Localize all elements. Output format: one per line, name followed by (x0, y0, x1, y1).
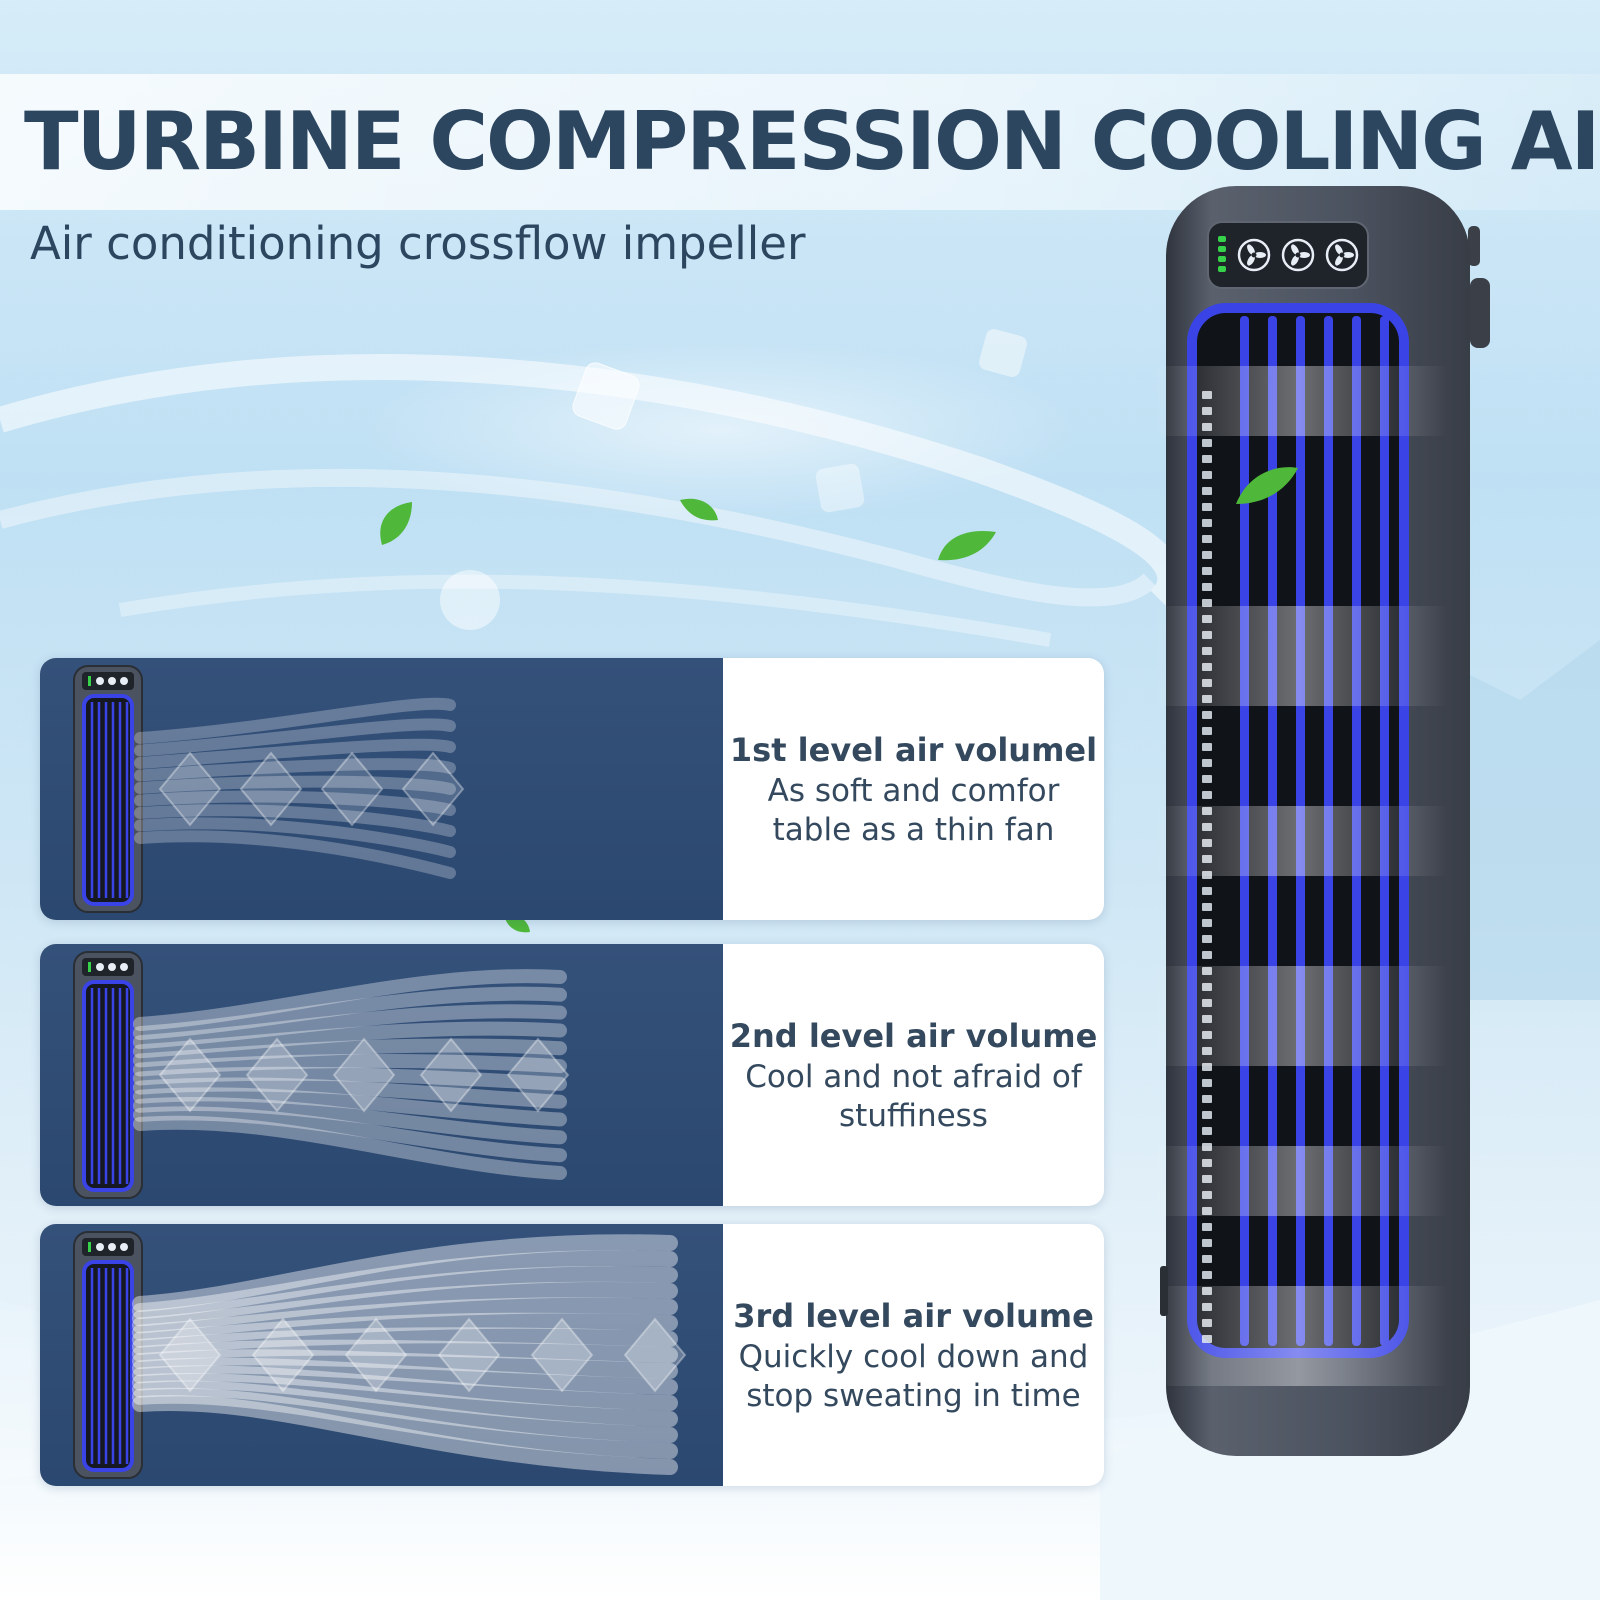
mini-tower-fan (73, 1231, 143, 1479)
level-description: As soft and comfor table as a thin fan (767, 773, 1060, 848)
control-panel (1207, 221, 1369, 289)
leaf-icon (938, 530, 996, 561)
fan-icon (120, 1243, 128, 1251)
level-description: Cool and not afraid of stuffiness (745, 1059, 1082, 1134)
level-card-3: 3rd level air volume Quickly cool down a… (40, 1224, 1104, 1486)
ice-crystal-icon (401, 751, 465, 827)
mini-tower-fan (73, 951, 143, 1199)
power-button (1160, 1266, 1168, 1316)
level-title: 1st level air volumel (729, 731, 1098, 769)
ice-crystal-icon (530, 1317, 594, 1393)
level-description: Quickly cool down and stop sweating in t… (738, 1339, 1089, 1414)
side-knob (1470, 278, 1490, 348)
airflow-visual-3 (40, 1224, 723, 1486)
tower-fan-product (1158, 186, 1490, 1456)
fan-icon (108, 963, 116, 971)
airflow-visual-2 (40, 944, 723, 1206)
fan-icon (96, 677, 104, 685)
fan-icon[interactable] (1237, 238, 1271, 272)
indicator-light (1218, 246, 1226, 252)
level-card-2: 2nd level air volume Cool and not afraid… (40, 944, 1104, 1206)
ice-crystal-icon (158, 1317, 222, 1393)
ice-crystal-icon (344, 1317, 408, 1393)
cool-mist (1158, 366, 1448, 1386)
airflow-graphic (73, 951, 570, 1199)
wind-swirl (118, 574, 1052, 647)
airflow-visual-1 (40, 658, 723, 920)
fan-icon (108, 677, 116, 685)
level-card-1: 1st level air volumel As soft and comfor… (40, 658, 1104, 920)
ice-crystal-icon (158, 1037, 222, 1113)
fan-icon (120, 677, 128, 685)
leaf-icon (680, 498, 718, 521)
fan-icon (108, 1243, 116, 1251)
ice-cube-icon (979, 329, 1027, 377)
ice-crystal-icon (158, 751, 222, 827)
fan-icon (120, 963, 128, 971)
level-text-1: 1st level air volumel As soft and comfor… (723, 658, 1104, 920)
fan-icon[interactable] (1325, 238, 1359, 272)
mini-tower-fan (73, 665, 143, 913)
indicator-lights (1218, 236, 1226, 272)
page-title: TURBINE COMPRESSION COOLING AIR (24, 95, 1600, 188)
ice-cube-icon (815, 463, 865, 513)
indicator-light (1218, 266, 1226, 272)
ice-crystal-icon (239, 751, 303, 827)
ice-crystal-icon (623, 1317, 687, 1393)
fan-icon (96, 963, 104, 971)
indicator-light (1218, 256, 1226, 262)
ice-cube-icon (572, 362, 640, 430)
level-text-3: 3rd level air volume Quickly cool down a… (723, 1224, 1104, 1486)
leaf-icon (380, 502, 412, 545)
ice-crystal-icon (437, 1317, 501, 1393)
level-text-2: 2nd level air volume Cool and not afraid… (723, 944, 1104, 1206)
ice-crystal-icon (245, 1037, 309, 1113)
fan-icon (96, 1243, 104, 1251)
airflow-stream (133, 969, 570, 1180)
ice-crystal-icon (251, 1317, 315, 1393)
ice-crystal-icon (332, 1037, 396, 1113)
airflow-graphic (73, 1231, 687, 1479)
ice-crystal-icon (506, 1037, 570, 1113)
ice-crystal-icon (320, 751, 384, 827)
page-subtitle: Air conditioning crossflow impeller (30, 217, 806, 270)
fan-icon[interactable] (1281, 238, 1315, 272)
airflow-graphic (73, 665, 465, 913)
ice-cube-icon (440, 570, 500, 630)
ice-crystal-icon (419, 1037, 483, 1113)
airflow-stream (132, 1234, 687, 1475)
level-title: 3rd level air volume (733, 1297, 1094, 1335)
airflow-stream (134, 697, 465, 879)
level-title: 2nd level air volume (729, 1017, 1098, 1055)
leaf-icon (1236, 467, 1298, 504)
indicator-light (1218, 236, 1226, 242)
fan-buttons (1237, 238, 1359, 272)
